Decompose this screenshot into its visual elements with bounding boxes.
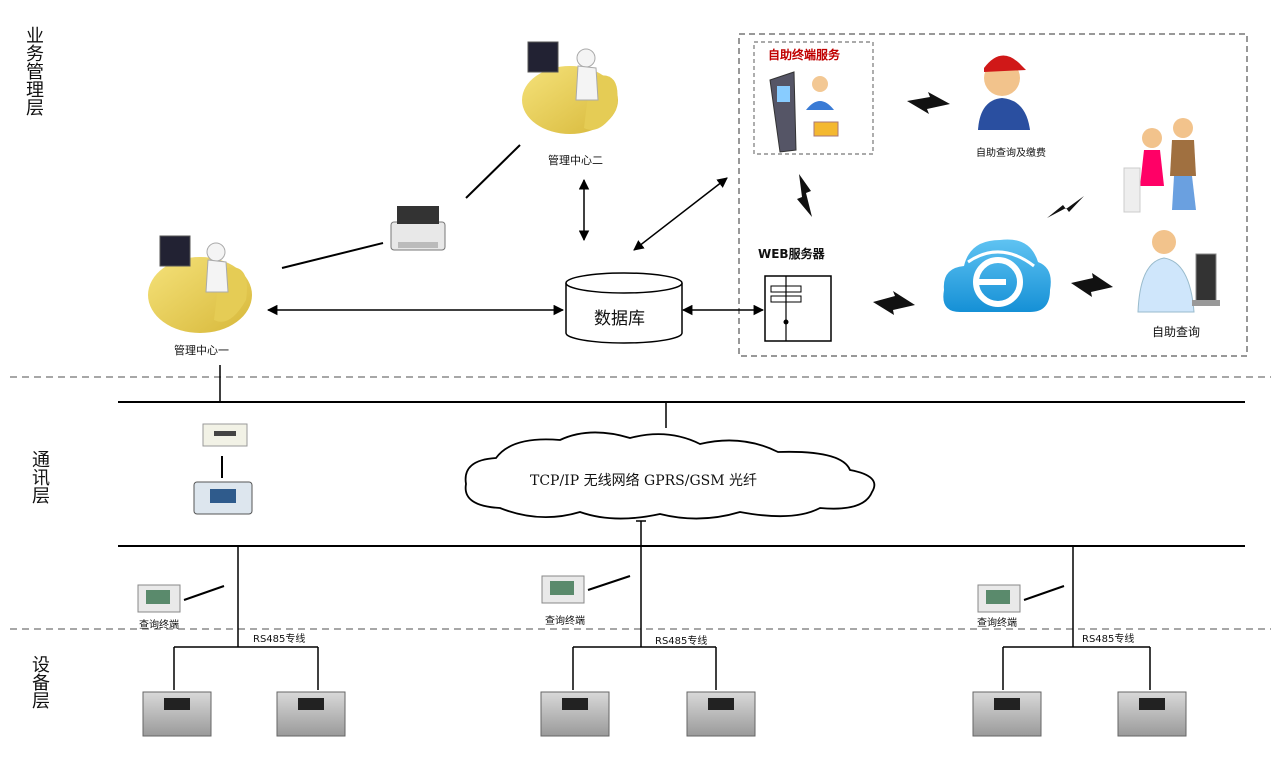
network-cloud [464, 431, 876, 520]
label-center2: 管理中心二 [548, 154, 603, 167]
meter-device-icon [1117, 691, 1187, 737]
gateway-device-top-icon [202, 423, 248, 447]
label-center1: 管理中心一 [174, 344, 229, 357]
self-service-region [738, 33, 1248, 357]
label-self-terminal-service: 自助终端服务 [768, 48, 841, 62]
meter-device-icon [276, 691, 346, 737]
self-query-user-icon [1137, 230, 1220, 313]
center2-workstation-icon [522, 41, 618, 134]
user-red-cap-icon [978, 55, 1030, 130]
database-icon [565, 272, 683, 344]
label-query-terminal: 查询终端 [139, 620, 179, 631]
center1-workstation-icon [148, 235, 252, 333]
arrow-db-selfservice [633, 177, 728, 251]
kiosk-icon [769, 71, 839, 153]
label-network: TCP/IP 无线网络 GPRS/GSM 光纤 [530, 473, 758, 489]
label-database: 数据库 [594, 309, 645, 329]
meter-device-icon [972, 691, 1042, 737]
layer-label-device: 设备层 [29, 655, 50, 709]
query-terminal-icon-3 [977, 584, 1021, 613]
query-terminal-icon-1 [137, 584, 181, 613]
label-rs485: RS485专线 [655, 636, 708, 647]
label-query-terminal: 查询终端 [977, 618, 1017, 629]
printer-icon [390, 206, 446, 251]
layer-label-business: 业务管理层 [23, 26, 44, 116]
meter-device-icon [142, 691, 212, 737]
link-printer-center2 [465, 144, 521, 199]
label-self-query: 自助查询 [1152, 325, 1201, 339]
label-web-server: WEB服务器 [758, 247, 825, 261]
query-terminal-icon-2 [541, 575, 585, 604]
wireless-icons [797, 92, 1113, 315]
people-phone-icon [1123, 118, 1196, 213]
device-boxes [142, 691, 1187, 737]
gateway-device-bottom-icon [193, 481, 253, 515]
label-query-terminal: 查询终端 [545, 616, 585, 627]
layer-label-communication: 通讯层 [29, 450, 50, 504]
label-self-query-pay: 自助查询及缴费 [976, 148, 1046, 159]
internet-explorer-icon [943, 239, 1051, 312]
self-terminal-region [753, 41, 874, 155]
link-center1-printer [281, 242, 384, 269]
meter-device-icon [540, 691, 610, 737]
label-rs485: RS485专线 [253, 634, 306, 645]
label-rs485: RS485专线 [1082, 634, 1135, 645]
web-server-icon [764, 275, 832, 342]
meter-device-icon [686, 691, 756, 737]
